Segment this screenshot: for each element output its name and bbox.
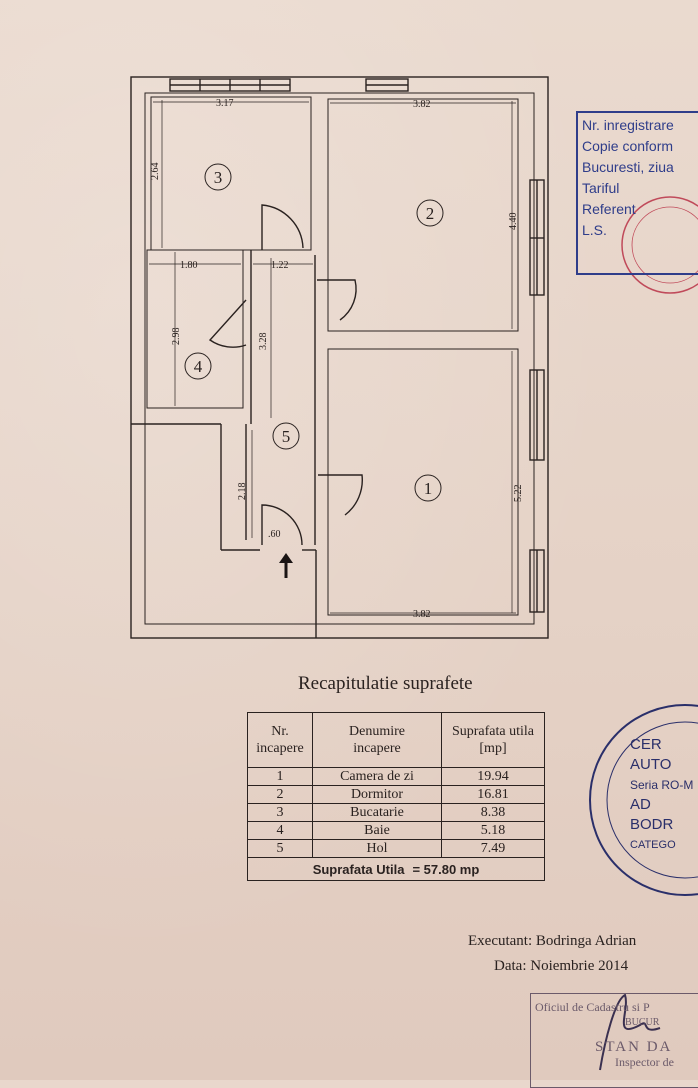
row-area: 19.94 bbox=[441, 767, 545, 786]
table-row: 5 Hol 7.49 bbox=[247, 839, 545, 858]
cert-line: CER bbox=[630, 736, 662, 753]
dim-room3-height: 2.64 bbox=[150, 163, 161, 181]
recap-header-row: Nr. incapere Denumire incapere Suprafata… bbox=[247, 712, 545, 768]
dim-entrance-width: .60 bbox=[268, 529, 281, 540]
row-area: 16.81 bbox=[441, 785, 545, 804]
dim-hall-lower-height: 2.18 bbox=[237, 483, 248, 501]
dim-room4-height: 2.98 bbox=[171, 328, 182, 346]
header-area: Suprafata utila [mp] bbox=[441, 712, 545, 768]
header-name: Denumire incapere bbox=[312, 712, 442, 768]
registration-line: Copie conform bbox=[582, 138, 674, 154]
total-label: Suprafata Utila bbox=[312, 861, 405, 877]
registration-line: Tariful bbox=[582, 180, 620, 196]
registration-line: Referent bbox=[582, 201, 636, 217]
registration-line: L.S. bbox=[582, 222, 607, 238]
cert-line: AUTO bbox=[630, 756, 672, 773]
entrance-arrow-icon bbox=[279, 553, 293, 578]
dim-room1-height: 5.22 bbox=[513, 485, 524, 503]
dim-room2-width: 3.82 bbox=[413, 99, 431, 110]
registration-seal bbox=[621, 196, 698, 294]
room-number-3: 3 bbox=[214, 168, 223, 187]
dim-room3-width: 3.17 bbox=[216, 98, 234, 109]
row-nr: 2 bbox=[247, 785, 313, 804]
table-row: 2 Dormitor 16.81 bbox=[247, 785, 545, 804]
row-nr: 1 bbox=[247, 767, 313, 786]
row-area: 7.49 bbox=[441, 839, 545, 858]
dim-room1-width: 3.82 bbox=[413, 609, 431, 620]
row-name: Camera de zi bbox=[312, 767, 442, 786]
office-stamp: Oficiul de Cadastru si P BUCUR STAN DA I… bbox=[530, 993, 698, 1088]
cert-line: AD bbox=[630, 796, 651, 813]
signature bbox=[599, 993, 661, 1071]
row-name: Baie bbox=[312, 821, 442, 840]
cert-line: BODR bbox=[630, 816, 674, 833]
table-row: 4 Baie 5.18 bbox=[247, 821, 545, 840]
executant-line: Executant: Bodringa Adrian bbox=[468, 933, 637, 949]
room-number-2: 2 bbox=[426, 204, 435, 223]
dim-hall-upper-height: 3.28 bbox=[258, 333, 269, 351]
total-row: Suprafata Utila = 57.80 mp bbox=[247, 857, 545, 881]
row-area: 8.38 bbox=[441, 803, 545, 822]
office-line: STAN DA bbox=[595, 1039, 673, 1055]
dim-room2-height: 4.40 bbox=[508, 213, 519, 231]
total-value: = 57.80 mp bbox=[412, 861, 480, 877]
dim-room4-width: 1.80 bbox=[180, 260, 198, 271]
office-line: Inspector de bbox=[615, 1055, 674, 1069]
table-row: 3 Bucatarie 8.38 bbox=[247, 803, 545, 822]
room-number-1: 1 bbox=[424, 479, 433, 498]
header-nr: Nr. incapere bbox=[247, 712, 313, 768]
registration-line: Bucuresti, ziua bbox=[582, 159, 674, 175]
row-area: 5.18 bbox=[441, 821, 545, 840]
cert-line: CATEGO bbox=[630, 839, 676, 851]
row-nr: 3 bbox=[247, 803, 313, 822]
registration-line: Nr. inregistrare bbox=[582, 117, 674, 133]
certification-seal bbox=[589, 704, 698, 896]
cert-line: Seria RO-M bbox=[630, 778, 694, 792]
certification-stamp-text: CER AUTO Seria RO-M AD BODR CATEGO bbox=[630, 735, 693, 855]
recap-table: Nr. incapere Denumire incapere Suprafata… bbox=[247, 712, 545, 881]
date-line: Data: Noiembrie 2014 bbox=[494, 958, 629, 974]
dim-hall-width: 1.22 bbox=[271, 260, 289, 271]
row-name: Hol bbox=[312, 839, 442, 858]
office-line: Oficiul de Cadastru si P bbox=[535, 1000, 650, 1014]
registration-stamp: Nr. inregistrare Copie conform Bucuresti… bbox=[576, 111, 698, 275]
row-name: Bucatarie bbox=[312, 803, 442, 822]
row-nr: 4 bbox=[247, 821, 313, 840]
row-name: Dormitor bbox=[312, 785, 442, 804]
room-number-5: 5 bbox=[282, 427, 291, 446]
table-row: 1 Camera de zi 19.94 bbox=[247, 767, 545, 786]
recap-title: Recapitulatie suprafete bbox=[298, 673, 473, 694]
office-line: BUCUR bbox=[625, 1017, 660, 1028]
row-nr: 5 bbox=[247, 839, 313, 858]
room-number-4: 4 bbox=[194, 357, 203, 376]
